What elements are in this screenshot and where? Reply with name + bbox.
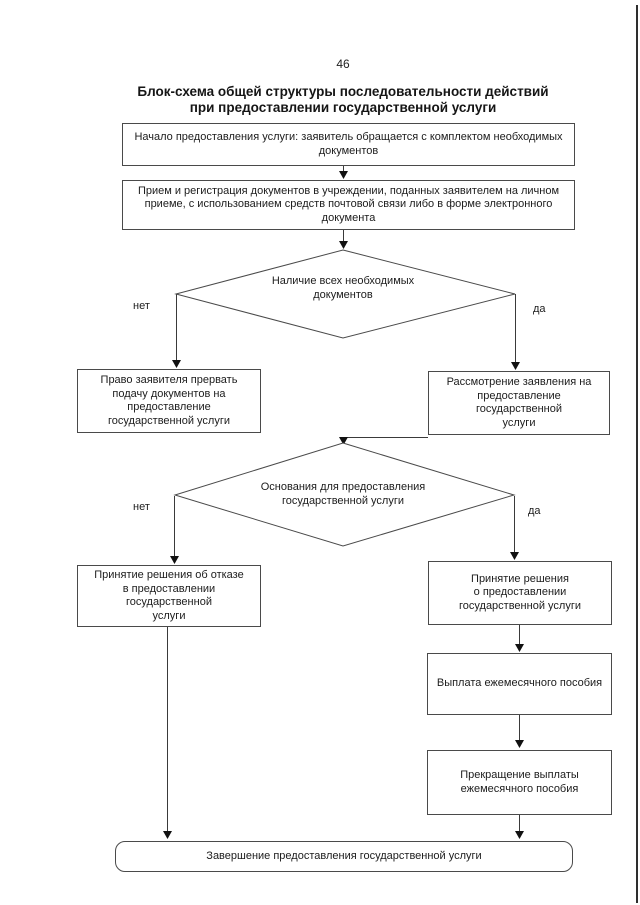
flowchart-node-end: Завершение предоставления государственно…	[115, 841, 573, 872]
arrowheads	[163, 171, 524, 839]
flowchart-node-termination: Прекращение выплаты ежемесячного пособия	[427, 750, 612, 815]
arrowhead	[511, 362, 520, 370]
arrowhead	[515, 740, 524, 748]
arrowhead	[170, 556, 179, 564]
decision-diamond-documents	[174, 249, 516, 339]
connector-line	[343, 437, 428, 439]
decision-documents-label: Наличие всех необходимых документов	[271, 275, 415, 301]
arrowhead	[510, 552, 519, 560]
page-title: Блок-схема общей структуры последователь…	[137, 84, 549, 115]
decision-diamonds	[173, 249, 516, 547]
branch-label-no-1: нет	[133, 300, 150, 312]
flowchart-node-approval: Принятие решения о предоставлении госуда…	[428, 561, 612, 625]
page-number: 46	[336, 57, 350, 71]
arrowhead	[172, 360, 181, 368]
arrowhead	[163, 831, 172, 839]
decision-grounds-label: Основания для предоставления государстве…	[260, 481, 426, 507]
flowchart-node-start: Начало предоставления услуги: заявитель …	[122, 123, 575, 166]
flowchart-node-interrupt: Право заявителя прервать подачу документ…	[77, 369, 261, 433]
flowchart-node-refusal: Принятие решения об отказе в предоставле…	[77, 565, 261, 627]
branch-label-no-2: нет	[133, 501, 150, 513]
page-edge-line	[636, 5, 638, 903]
arrowhead	[339, 437, 348, 445]
arrowhead	[339, 171, 348, 179]
branch-label-yes-1: да	[533, 303, 546, 315]
decision-diamond-grounds	[173, 442, 516, 547]
arrowhead	[515, 644, 524, 652]
flowchart-node-review: Рассмотрение заявления на предоставление…	[428, 371, 610, 435]
branch-label-yes-2: да	[528, 505, 541, 517]
flowchart-node-reception: Прием и регистрация документов в учрежде…	[122, 180, 575, 230]
arrowhead	[339, 241, 348, 249]
arrowhead	[515, 831, 524, 839]
flowchart-node-payment: Выплата ежемесячного пособия	[427, 653, 612, 715]
